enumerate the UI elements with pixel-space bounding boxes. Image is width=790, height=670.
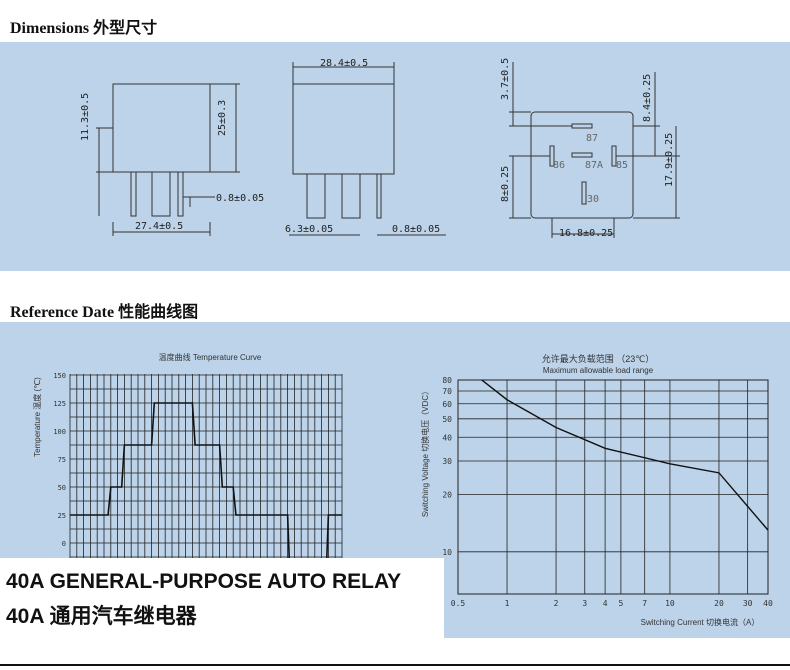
pin-label-85: 85 [616, 160, 628, 171]
load-y-tick: 10 [442, 548, 452, 557]
temp-y-tick: 150 [53, 372, 66, 380]
load-y-tick: 60 [442, 400, 452, 409]
product-banner: 40A GENERAL-PURPOSE AUTO RELAY 40A 通用汽车继… [0, 558, 444, 638]
load-x-tick: 1 [505, 599, 510, 608]
front-pin [306, 173, 326, 219]
load-x-tick: 4 [603, 599, 608, 608]
temp-chart-title: 温度曲线 Temperature Curve [159, 352, 262, 362]
temp-y-tick: 25 [58, 512, 66, 520]
load-x-tick: 3 [582, 599, 587, 608]
load-plot-frame [457, 379, 769, 595]
dim-pin87-offset: 8.4±0.25 [642, 74, 653, 122]
front-pin-thin [376, 173, 382, 219]
dim-top-offset: 3.7±0.5 [500, 58, 511, 100]
dim-pin86-85-offset: 8±0.25 [500, 166, 511, 202]
load-x-tick: 20 [714, 599, 724, 608]
pin-30-slot [581, 181, 587, 205]
dimensions-panel: 11.3±0.5 25±0.3 0.8±0.05 27.4±0.5 28.4±0… [0, 42, 790, 271]
temp-y-tick: 0 [62, 540, 66, 548]
load-series-line [481, 379, 769, 531]
relay-bottom-body [530, 111, 634, 219]
dim-body-height: 25±0.3 [217, 100, 228, 136]
temp-ylabel: Temperature 温度 (℃) [32, 377, 42, 457]
pin-label-87: 87 [586, 133, 598, 144]
dim-pin-span: 16.8±0.25 [559, 228, 613, 239]
temp-y-tick: 100 [53, 428, 66, 436]
load-x-tick: 30 [743, 599, 753, 608]
load-ylabel: Switching Voltage 切换电压（VDC） [420, 387, 430, 517]
dim-pin-width-2: 0.8±0.05 [392, 224, 440, 235]
dimension-drawing: 11.3±0.5 25±0.3 0.8±0.05 27.4±0.5 28.4±0… [80, 58, 680, 239]
load-y-tick: 30 [442, 457, 452, 466]
side-pin-wide [151, 171, 171, 217]
load-x-tick: 7 [642, 599, 647, 608]
curves-svg: 温度曲线 Temperature Curve Temperature 温度 (℃… [32, 352, 773, 638]
relay-side-body [112, 83, 211, 173]
banner-title-en: 40A GENERAL-PURPOSE AUTO RELAY [6, 570, 402, 593]
load-chart-subtitle: Maximum allowable load range [543, 366, 654, 375]
dim-side-width: 27.4±0.5 [135, 221, 183, 232]
load-xlabel: Switching Current 切换电流（A） [641, 617, 760, 627]
side-pin [130, 171, 137, 217]
dim-side-height: 11.3±0.5 [80, 93, 91, 141]
load-x-tick: 10 [665, 599, 675, 608]
load-y-tick: 20 [442, 491, 452, 500]
pin-label-86: 86 [553, 160, 565, 171]
temp-y-tick: 50 [58, 484, 66, 492]
front-pin [341, 173, 361, 219]
side-pin [177, 171, 184, 217]
load-y-tick: 80 [442, 376, 452, 385]
pin-label-87a: 87A [585, 160, 603, 171]
pin-label-30: 30 [587, 194, 599, 205]
pin-87-slot [571, 123, 593, 129]
load-y-tick: 70 [442, 387, 452, 396]
bottom-rule [0, 664, 790, 666]
relay-front-body [292, 83, 395, 175]
load-y-tick: 50 [442, 415, 452, 424]
load-x-tick: 2 [554, 599, 559, 608]
banner-title-cn: 40A 通用汽车继电器 [6, 605, 197, 628]
load-y-tick: 40 [442, 433, 452, 442]
load-chart-title: 允许最大负载范围 （23℃） [542, 353, 655, 364]
pin-87a-slot [571, 152, 593, 158]
load-x-tick: 5 [618, 599, 623, 608]
load-x-tick: 40 [763, 599, 773, 608]
dim-pin-width: 0.8±0.05 [216, 193, 264, 204]
temp-y-tick: 125 [53, 400, 66, 408]
temp-y-tick: 75 [58, 456, 66, 464]
load-x-tick: 0.5 [451, 599, 466, 608]
dim-pin-spacing: 6.3±0.05 [285, 224, 333, 235]
reference-title: Reference Date 性能曲线图 [10, 304, 199, 321]
dim-front-width: 28.4±0.5 [320, 58, 368, 69]
dimensions-title: Dimensions 外型尺寸 [10, 20, 158, 37]
dim-pin30-offset: 17.9±0.25 [664, 133, 675, 187]
